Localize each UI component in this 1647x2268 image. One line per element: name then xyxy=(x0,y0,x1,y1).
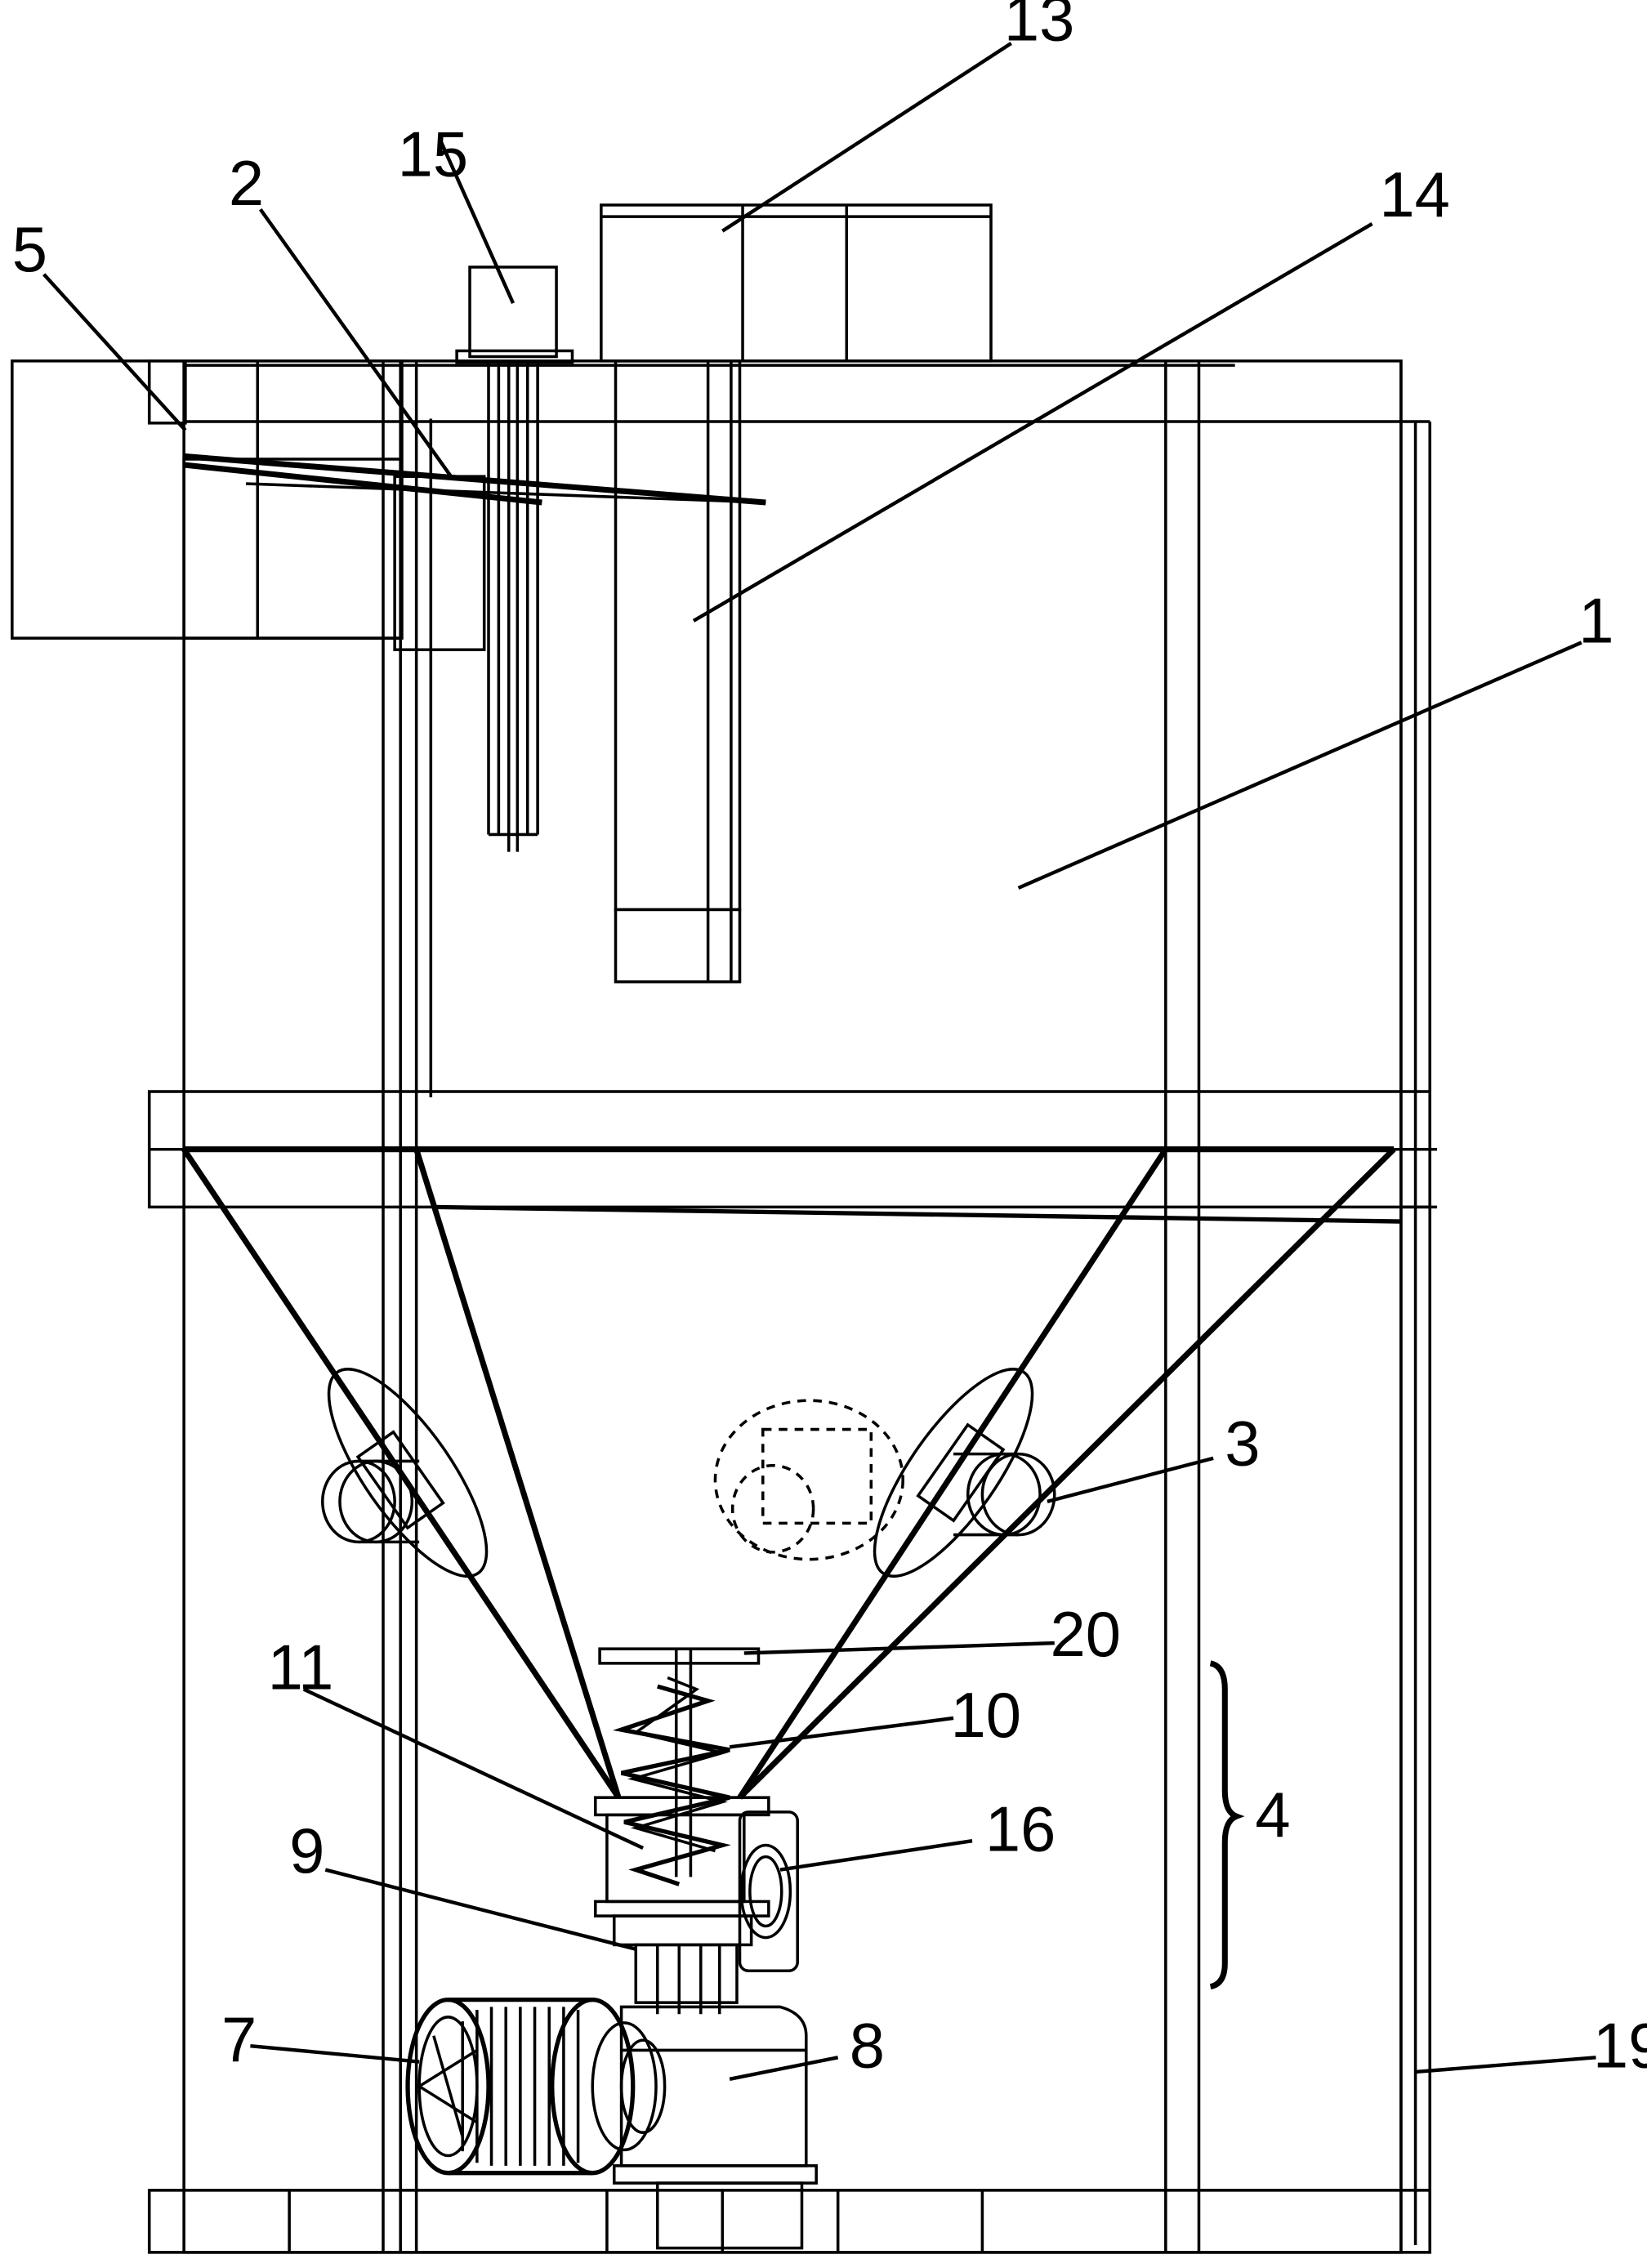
dust-filter-13 xyxy=(600,203,993,363)
label-2: 2 xyxy=(229,149,264,219)
label-15: 15 xyxy=(398,120,468,190)
label-7: 7 xyxy=(221,2006,257,2076)
label-10: 10 xyxy=(951,1681,1021,1751)
label-20: 20 xyxy=(1050,1600,1120,1670)
flange-16 xyxy=(738,1810,799,1973)
label-16: 16 xyxy=(985,1795,1056,1865)
pipe-14 xyxy=(614,359,742,984)
label-5: 5 xyxy=(12,215,47,285)
vibrator-3-right xyxy=(713,1368,1056,1578)
label-13: 13 xyxy=(1004,0,1074,54)
gearbox-8 xyxy=(612,2005,818,2250)
label-19: 19 xyxy=(1593,2011,1647,2082)
bracket-4 xyxy=(1209,1660,1245,1990)
feed-hopper-5 xyxy=(11,359,766,652)
label-14: 14 xyxy=(1379,160,1449,230)
motor-7 xyxy=(405,1997,667,2176)
reference-numerals: 13 14 15 2 5 1 3 20 11 10 4 16 9 7 8 19 xyxy=(12,0,1647,2082)
label-8: 8 xyxy=(850,2011,885,2082)
screw-conveyor xyxy=(594,1647,770,2015)
pipe-15 xyxy=(455,266,574,852)
label-11: 11 xyxy=(268,1633,334,1703)
label-4: 4 xyxy=(1255,1780,1290,1851)
label-3: 3 xyxy=(1225,1409,1260,1480)
vibrator-3-left xyxy=(321,1368,489,1578)
cone-hopper xyxy=(181,1146,1401,1800)
leader-lines xyxy=(42,42,1596,2081)
label-9: 9 xyxy=(289,1816,324,1886)
label-1: 1 xyxy=(1578,586,1614,656)
